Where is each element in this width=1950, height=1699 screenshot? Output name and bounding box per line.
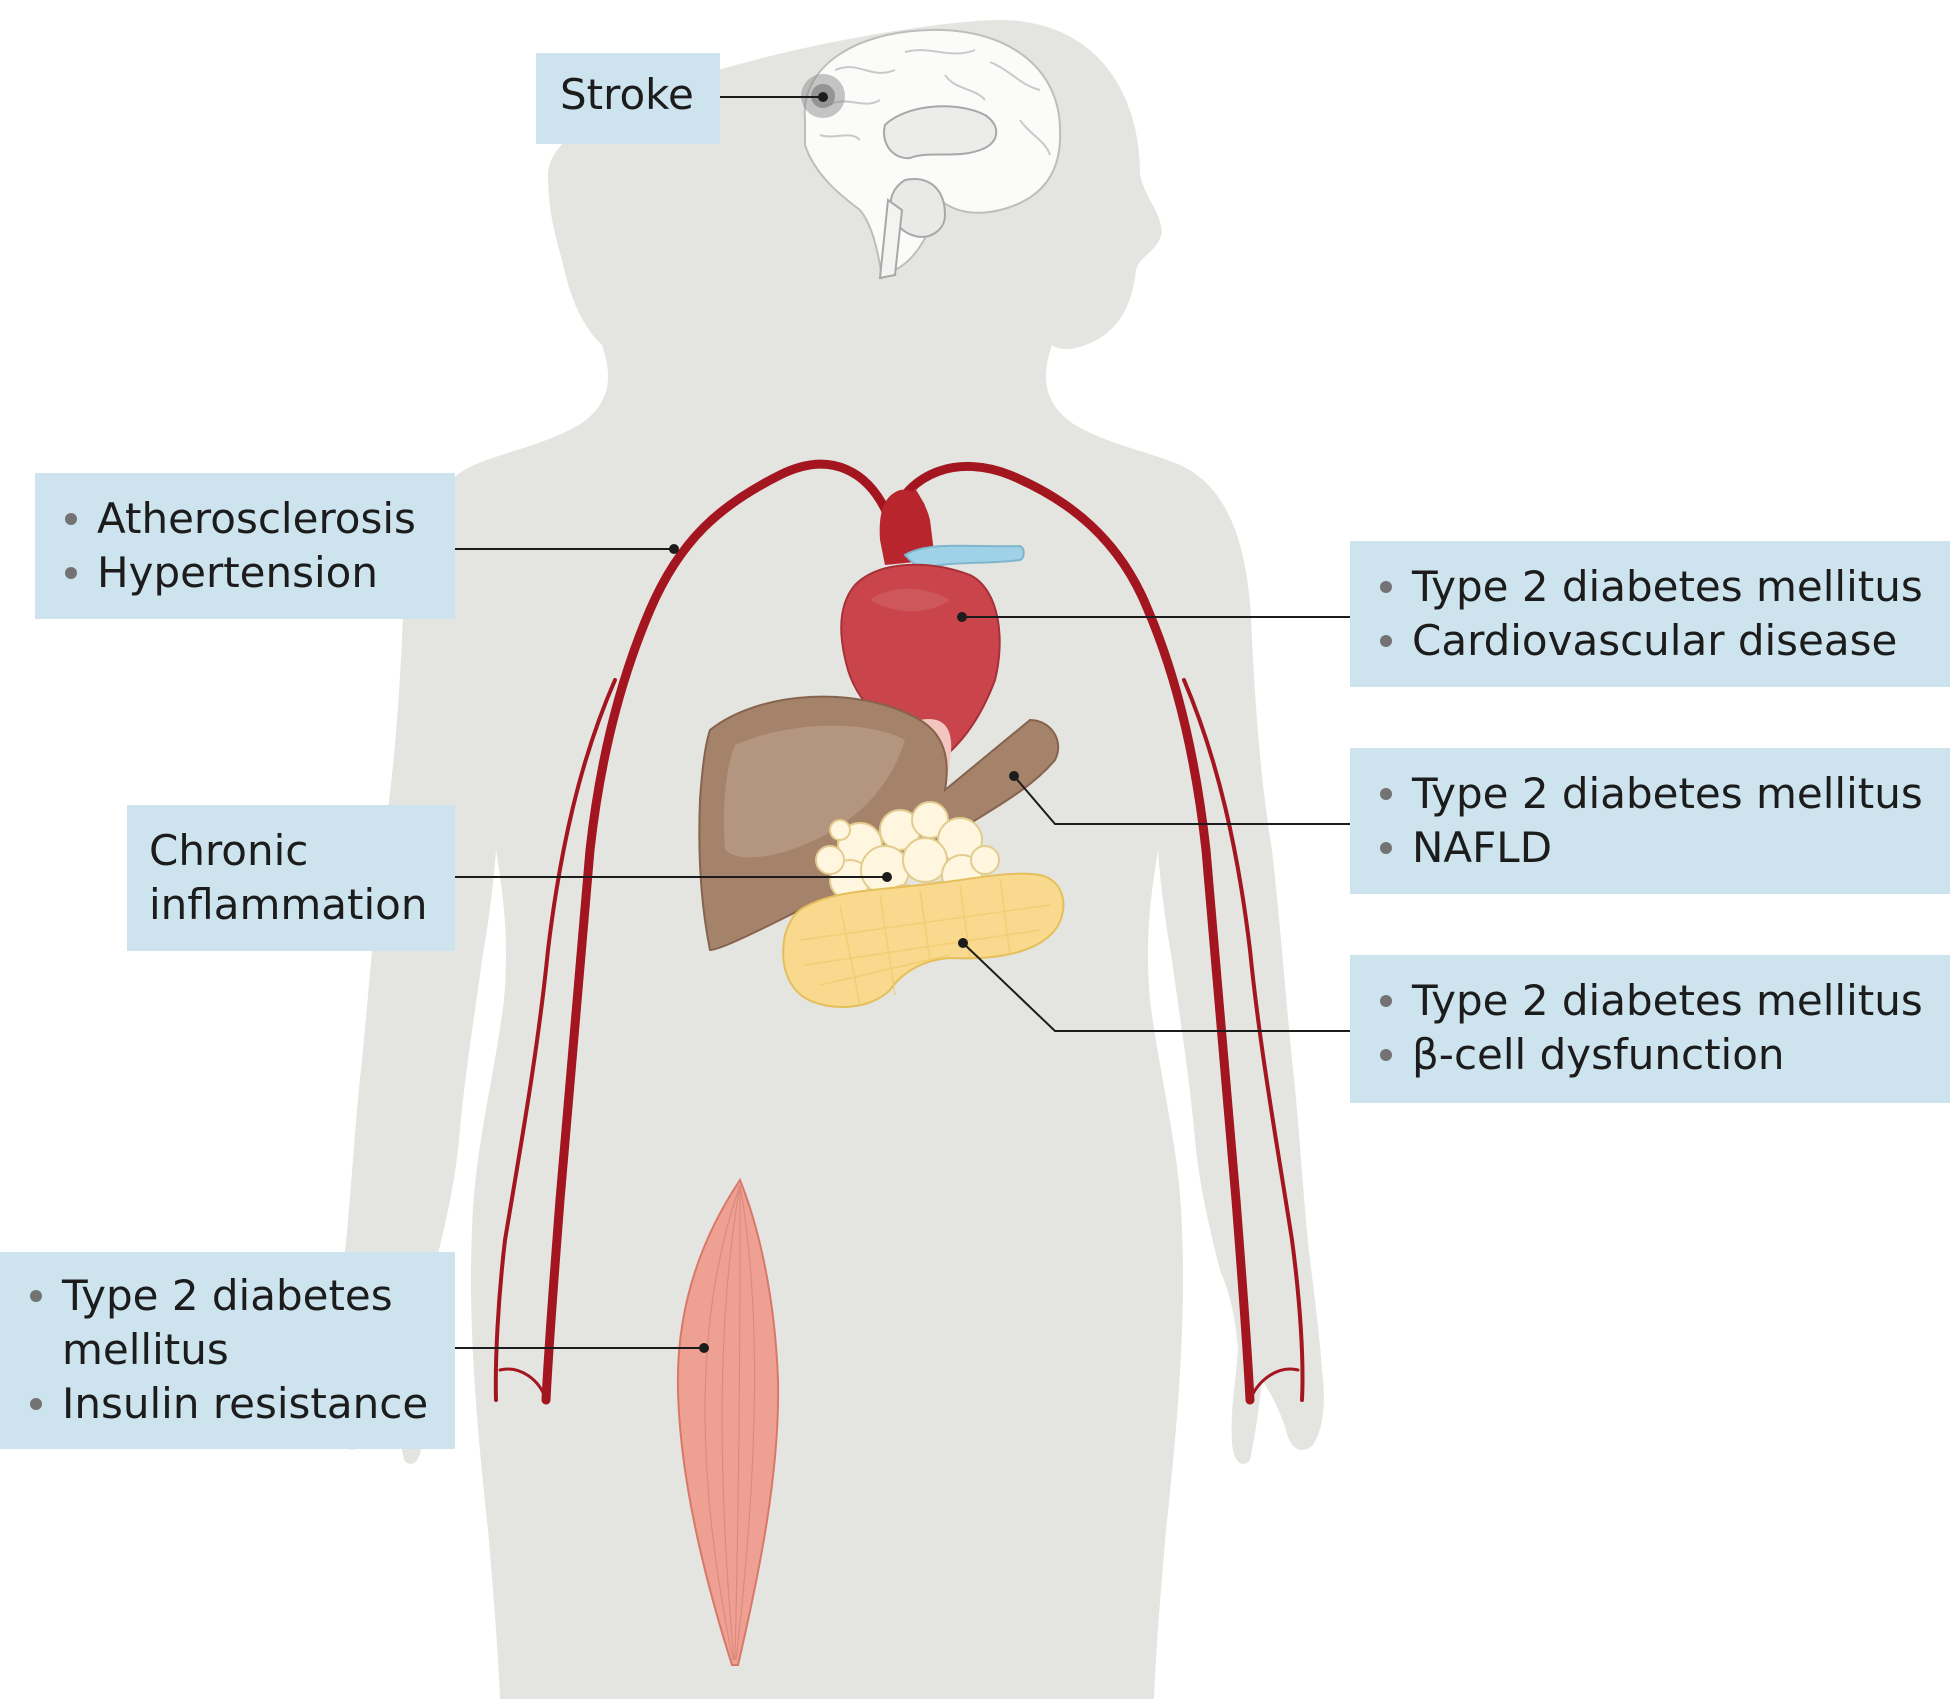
pancreas [782,872,1065,1008]
bullet-icon [65,513,77,525]
callout-item: Type 2 diabetes mellitus [1372,767,1928,821]
heart-callout: Type 2 diabetes mellitus Cardiovascular … [1350,541,1950,687]
leader-lines [455,96,1350,1349]
skeletal-muscle [676,1177,780,1666]
stroke-label: Stroke [560,70,694,119]
inflammation-label-line-2: inflammation [149,880,428,929]
callout-item: Hypertension [57,546,433,600]
callout-item: β-cell dysfunction [1372,1028,1928,1082]
bullet-icon [1380,842,1392,854]
bullet-icon [1380,1049,1392,1061]
inflammation-callout: Chronic inflammation [127,805,455,951]
liver-leader-line [1013,775,1350,825]
pancreas-callout: Type 2 diabetes mellitus β-cell dysfunct… [1350,955,1950,1103]
callout-item: Type 2 diabetes mellitus [1372,560,1928,614]
bullet-icon [1380,581,1392,593]
bullet-icon [1380,788,1392,800]
liver-callout: Type 2 diabetes mellitus NAFLD [1350,748,1950,894]
callout-item: Type 2 diabetes mellitus [1372,974,1928,1028]
callout-item: Insulin resistance [22,1377,433,1431]
bullet-icon [1380,635,1392,647]
stroke-callout: Stroke [536,53,720,144]
bullet-icon [30,1290,42,1302]
pancreas-leader-line [962,942,1350,1032]
bullet-icon [30,1398,42,1410]
inflammation-label-line-1: Chronic [149,826,309,875]
bullet-icon [65,567,77,579]
vascular-callout: Atherosclerosis Hypertension [35,473,455,619]
brain [801,28,1062,280]
callout-item: Cardiovascular disease [1372,614,1928,668]
callout-item: Atherosclerosis [57,492,433,546]
leader-dots [669,92,1019,1353]
arteries [493,459,1305,1405]
callout-item: NAFLD [1372,821,1928,875]
bullet-icon [1380,995,1392,1007]
adipose-tissue [815,801,1000,935]
